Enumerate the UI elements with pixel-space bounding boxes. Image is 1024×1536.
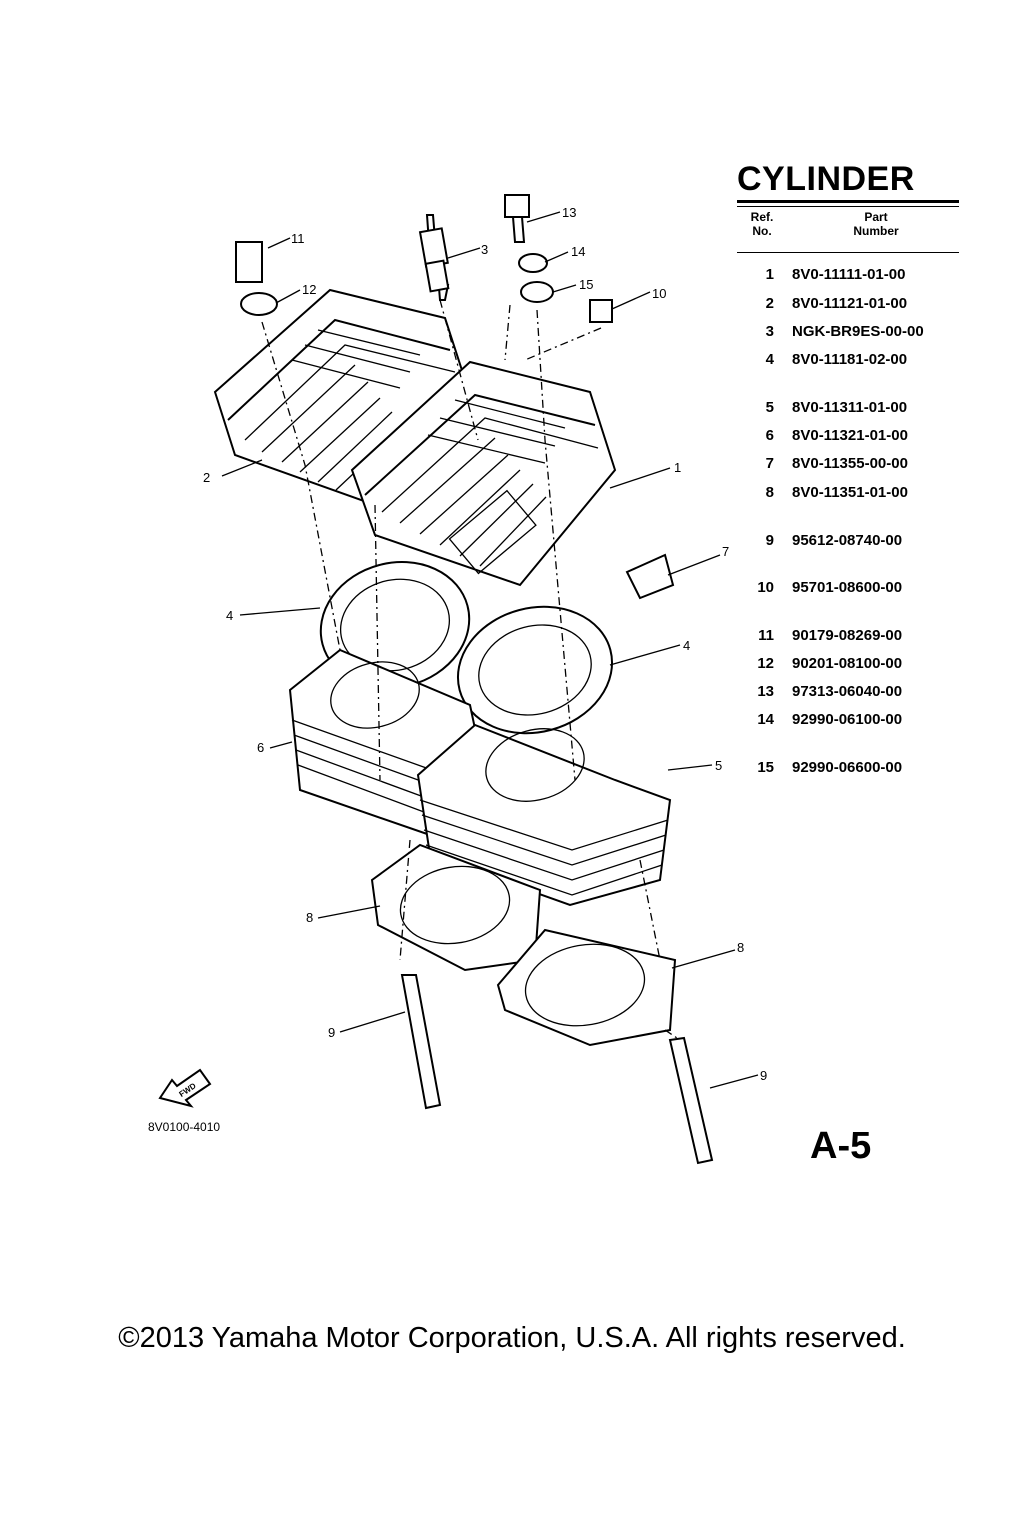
ref-no: 14 xyxy=(757,711,774,728)
part-number: 92990-06600-00 xyxy=(792,759,903,776)
washer-14 xyxy=(518,253,548,273)
ref-no: 12 xyxy=(757,655,774,672)
callout-7: 7 xyxy=(722,544,729,559)
callout-4b: 4 xyxy=(683,638,690,653)
stud-left xyxy=(400,974,442,1110)
part-number: 92990-06100-00 xyxy=(792,711,903,728)
part-number: 8V0-11355-00-00 xyxy=(792,455,908,472)
collar xyxy=(235,241,263,283)
part-number: NGK-BR9ES-00-00 xyxy=(792,323,924,340)
table-row: 15 92990-06600-00 xyxy=(737,759,967,779)
table-row: 10 95701-08600-00 xyxy=(737,579,967,599)
spark-plug xyxy=(418,214,450,301)
ref-no: 9 xyxy=(765,532,774,549)
ref-no: 5 xyxy=(765,399,774,416)
part-number: 8V0-11351-01-00 xyxy=(792,484,908,501)
ref-no: 13 xyxy=(757,683,774,700)
header-part-line2: Number xyxy=(853,224,899,238)
page-number: A-5 xyxy=(810,1125,872,1167)
callout-2: 2 xyxy=(203,470,210,485)
callout-13: 13 xyxy=(562,205,576,220)
cylinder-block-right xyxy=(416,723,672,907)
table-row: 4 8V0-11181-02-00 xyxy=(737,351,967,371)
ref-no: 8 xyxy=(765,484,774,501)
nut xyxy=(589,299,613,323)
callout-15: 15 xyxy=(579,277,593,292)
table-row: 8 8V0-11351-01-00 xyxy=(737,484,967,504)
callout-4: 4 xyxy=(226,608,233,623)
part-number: 8V0-11321-01-00 xyxy=(792,427,908,444)
ref-no: 6 xyxy=(765,427,774,444)
stud-right xyxy=(668,1036,714,1165)
table-row: 1 8V0-11111-01-00 xyxy=(737,266,967,286)
callout-3: 3 xyxy=(481,242,488,257)
header-ref-line1: Ref. xyxy=(750,210,774,224)
callout-11: 11 xyxy=(291,231,305,246)
table-row: 14 92990-06100-00 xyxy=(737,711,967,731)
part-number: 8V0-11111-01-00 xyxy=(792,266,906,283)
callout-12: 12 xyxy=(302,282,316,297)
callout-5: 5 xyxy=(715,758,722,773)
ref-no: 3 xyxy=(765,323,774,340)
callout-9b: 9 xyxy=(760,1068,767,1083)
parts-list-title: CYLINDER xyxy=(737,160,915,198)
callout-14: 14 xyxy=(571,244,585,259)
table-row: 5 8V0-11311-01-00 xyxy=(737,399,967,419)
bolt xyxy=(504,194,530,243)
header-ref-line2: No. xyxy=(752,224,772,238)
part-number: 8V0-11181-02-00 xyxy=(792,351,908,368)
base-gasket-left xyxy=(370,843,542,972)
part-number: 8V0-11311-01-00 xyxy=(792,399,908,416)
part-number: 8V0-11121-01-00 xyxy=(792,295,908,312)
ref-no: 7 xyxy=(765,455,774,472)
header-part-line1: Part xyxy=(864,210,888,224)
table-row: 6 8V0-11321-01-00 xyxy=(737,427,967,447)
ref-no: 15 xyxy=(757,759,774,776)
callout-9: 9 xyxy=(328,1025,335,1040)
head-gasket-right xyxy=(456,605,614,735)
ref-no: 4 xyxy=(765,351,774,368)
table-row: 7 8V0-11355-00-00 xyxy=(737,455,967,475)
figure-code: 8V0100-4010 xyxy=(148,1120,221,1134)
part-number: 97313-06040-00 xyxy=(792,683,903,700)
header-part: Part Number xyxy=(821,210,931,238)
callout-6: 6 xyxy=(257,740,264,755)
callout-10: 10 xyxy=(652,286,666,301)
header-rule xyxy=(737,252,959,253)
base-gasket-right xyxy=(496,928,677,1047)
callout-8b: 8 xyxy=(737,940,744,955)
ref-no: 10 xyxy=(757,579,774,596)
table-row: 12 90201-08100-00 xyxy=(737,655,967,675)
cylinder-head-right xyxy=(350,360,617,587)
callout-8: 8 xyxy=(306,910,313,925)
washer-15 xyxy=(520,281,554,303)
part-number: 90201-08100-00 xyxy=(792,655,903,672)
title-rule-thin xyxy=(737,206,959,207)
part-number: 95701-08600-00 xyxy=(792,579,903,596)
table-row: 9 95612-08740-00 xyxy=(737,532,967,552)
table-row: 11 90179-08269-00 xyxy=(737,627,967,647)
table-row: 3 NGK-BR9ES-00-00 xyxy=(737,323,967,343)
table-row: 13 97313-06040-00 xyxy=(737,683,967,703)
part-number: 90179-08269-00 xyxy=(792,627,903,644)
forward-arrow-icon: FWD xyxy=(158,1068,212,1108)
header-ref: Ref. No. xyxy=(737,210,787,238)
table-row: 2 8V0-11121-01-00 xyxy=(737,295,967,315)
cylinder-cap xyxy=(625,553,675,600)
title-rule xyxy=(737,200,959,203)
washer-12 xyxy=(240,292,278,316)
part-number: 95612-08740-00 xyxy=(792,532,903,549)
ref-no: 11 xyxy=(758,627,774,644)
ref-no: 2 xyxy=(765,295,774,312)
callout-1: 1 xyxy=(674,460,681,475)
ref-no: 1 xyxy=(765,266,774,283)
parts-table-header: Ref. No. Part Number xyxy=(737,210,959,250)
copyright-notice: ©2013 Yamaha Motor Corporation, U.S.A. A… xyxy=(118,1322,906,1354)
